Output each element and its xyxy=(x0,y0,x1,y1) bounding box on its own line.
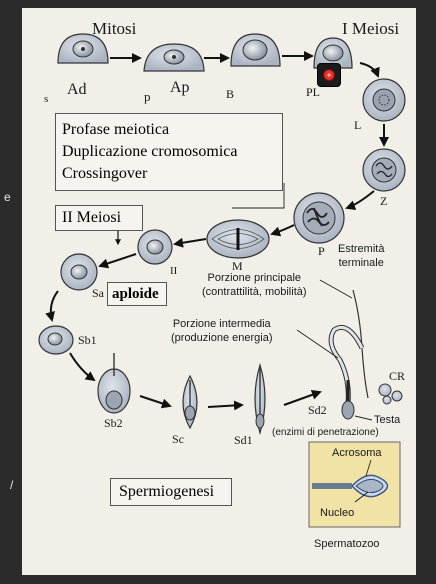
record-indicator-icon xyxy=(318,64,340,86)
cell-ii xyxy=(137,229,173,265)
cell-ad xyxy=(57,33,109,64)
spermiogenesi-box: Spermiogenesi xyxy=(110,478,232,506)
label-porzione-principale: Porzione principale (contrattilità, mobi… xyxy=(202,271,307,299)
cell-z xyxy=(362,148,406,192)
stage-p-lower: p xyxy=(144,89,151,104)
cell-sb2 xyxy=(97,353,131,414)
cell-b xyxy=(230,33,281,67)
label-estremita-1: Estremità xyxy=(338,243,385,255)
label-porzione-intermedia: Porzione intermedia (produzione energia) xyxy=(171,317,273,345)
stage-cr: CR xyxy=(389,369,406,383)
stage-b: B xyxy=(226,87,235,101)
label-principale-2: (contrattilità, mobilità) xyxy=(202,286,307,298)
cell-sd2-spermatozoon xyxy=(328,289,369,420)
cell-p xyxy=(293,192,345,244)
cell-m xyxy=(206,219,270,259)
leader-lines xyxy=(232,183,373,421)
title-i-meiosi: I Meiosi xyxy=(342,19,400,38)
label-estremita: Estremità terminale xyxy=(338,242,384,270)
meiotic-line-3: Crossingover xyxy=(62,165,148,182)
ii-meiosi-box: II Meiosi xyxy=(55,205,143,231)
stage-ap: Ap xyxy=(170,79,190,96)
inset-acrosoma: Acrosoma xyxy=(332,447,382,459)
cell-sc xyxy=(182,374,198,430)
spermatogenesis-diagram: Mitosi I Meiosi s Ad p Ap B PL L Z P M I… xyxy=(22,8,416,575)
label-intermedia-1: Porzione intermedia xyxy=(172,318,271,330)
stage-sb1: Sb1 xyxy=(78,333,97,347)
cell-l xyxy=(362,78,406,122)
aploide-box: aploide xyxy=(107,282,167,306)
inset-caption: Spermatozoo xyxy=(314,538,380,550)
diagram-graphics xyxy=(38,33,406,528)
stage-sb2: Sb2 xyxy=(104,416,123,430)
label-estremita-2: terminale xyxy=(338,257,384,269)
label-testa-enzimi: (enzimi di penetrazione) xyxy=(272,427,379,438)
stage-pl: PL xyxy=(306,85,321,99)
cell-sb1 xyxy=(38,325,74,355)
stage-sd1: Sd1 xyxy=(234,433,253,447)
stage-sa: Sa xyxy=(92,286,104,300)
label-principale-1: Porzione principale xyxy=(207,272,302,284)
stage-sc: Sc xyxy=(172,432,184,446)
meiotic-line-1: Profase meiotica xyxy=(62,121,170,138)
stage-l: L xyxy=(354,118,362,132)
label-testa: Testa xyxy=(374,414,401,426)
inset-nucleo: Nucleo xyxy=(320,507,355,519)
stage-ad: Ad xyxy=(67,81,87,98)
cell-ap xyxy=(143,43,205,72)
stage-s: s xyxy=(44,93,49,105)
stage-sd2: Sd2 xyxy=(308,403,327,417)
cell-sd1 xyxy=(254,362,266,436)
flow-arrows xyxy=(45,51,389,411)
title-mitosi: Mitosi xyxy=(92,19,137,38)
cell-sa xyxy=(60,253,98,291)
spermatozoo-inset xyxy=(308,441,401,528)
meiotic-line-2: Duplicazione cromosomica xyxy=(62,143,238,160)
cell-pl xyxy=(313,37,353,69)
label-intermedia-2: (produzione energia) xyxy=(171,332,273,344)
stage-p: P xyxy=(318,244,325,258)
residual-bodies-cr xyxy=(378,383,403,405)
stage-ii: II xyxy=(170,265,178,277)
meiotic-prophase-box: Profase meiotica Duplicazione cromosomic… xyxy=(55,113,283,191)
stage-m: M xyxy=(232,259,243,273)
edge-slash: / xyxy=(10,478,14,492)
edge-letter-e: e xyxy=(4,190,11,204)
stage-z: Z xyxy=(380,194,388,208)
